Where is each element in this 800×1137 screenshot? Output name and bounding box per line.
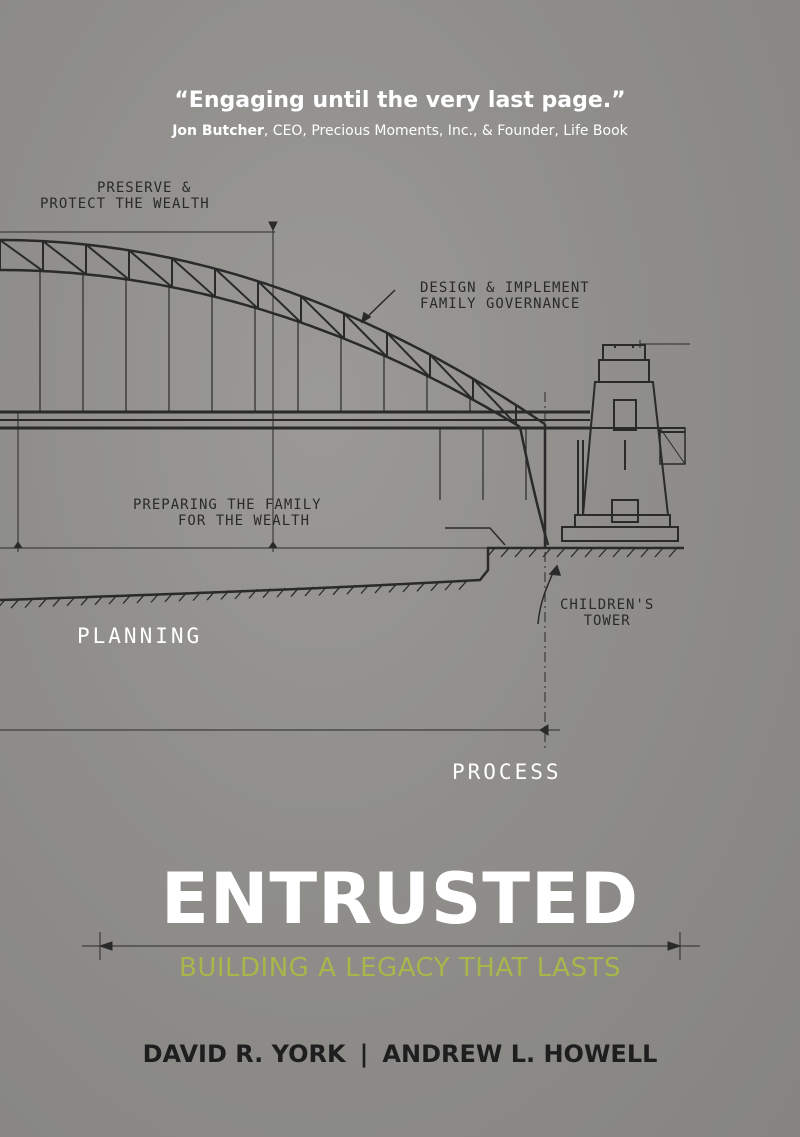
label-childrens-tower: CHILDREN'S TOWER bbox=[560, 597, 654, 629]
label-preparing-line1: PREPARING THE FAMILY bbox=[133, 497, 322, 513]
dimension-lines bbox=[0, 221, 690, 750]
book-title: ENTRUSTED bbox=[161, 858, 639, 940]
label-preserve-line1: PRESERVE & bbox=[97, 180, 192, 196]
ground-line bbox=[0, 546, 684, 609]
author-1: DAVID R. YORK bbox=[142, 1040, 346, 1068]
endorser-name: Jon Butcher bbox=[172, 123, 264, 139]
label-childrens-line2: TOWER bbox=[583, 613, 631, 630]
book-authors: DAVID R. YORK | ANDREW L. HOWELL bbox=[0, 1040, 800, 1068]
title-dimension-line bbox=[82, 932, 700, 960]
label-planning: PLANNING bbox=[77, 624, 203, 648]
label-design: DESIGN & IMPLEMENT FAMILY GOVERNANCE bbox=[420, 280, 590, 312]
label-design-line1: DESIGN & IMPLEMENT bbox=[420, 280, 590, 296]
endorsement-attribution: Jon Butcher, CEO, Precious Moments, Inc.… bbox=[0, 123, 800, 139]
label-preserve-line2: PROTECT THE WEALTH bbox=[40, 196, 210, 213]
author-separator: | bbox=[359, 1040, 369, 1068]
bridge-tower bbox=[561, 344, 679, 542]
endorsement-quote: “Engaging until the very last page.” bbox=[174, 88, 626, 113]
author-2: ANDREW L. HOWELL bbox=[382, 1040, 658, 1068]
label-preserve: PRESERVE & PROTECT THE WEALTH bbox=[40, 180, 210, 212]
label-process: PROCESS bbox=[452, 760, 562, 784]
label-childrens-line1: CHILDREN'S bbox=[560, 597, 655, 613]
book-subtitle: BUILDING A LEGACY THAT LASTS bbox=[179, 953, 621, 983]
leader-arrows bbox=[360, 289, 562, 625]
label-design-line2: FAMILY GOVERNANCE bbox=[420, 296, 581, 313]
bridge-deck bbox=[0, 410, 686, 465]
bridge-arch-truss bbox=[0, 238, 550, 548]
label-preparing: PREPARING THE FAMILY FOR THE WEALTH bbox=[133, 497, 322, 529]
label-preparing-line2: FOR THE WEALTH bbox=[178, 513, 311, 530]
bridge-hangers bbox=[39, 270, 527, 500]
endorser-title: , CEO, Precious Moments, Inc., & Founder… bbox=[263, 123, 628, 139]
